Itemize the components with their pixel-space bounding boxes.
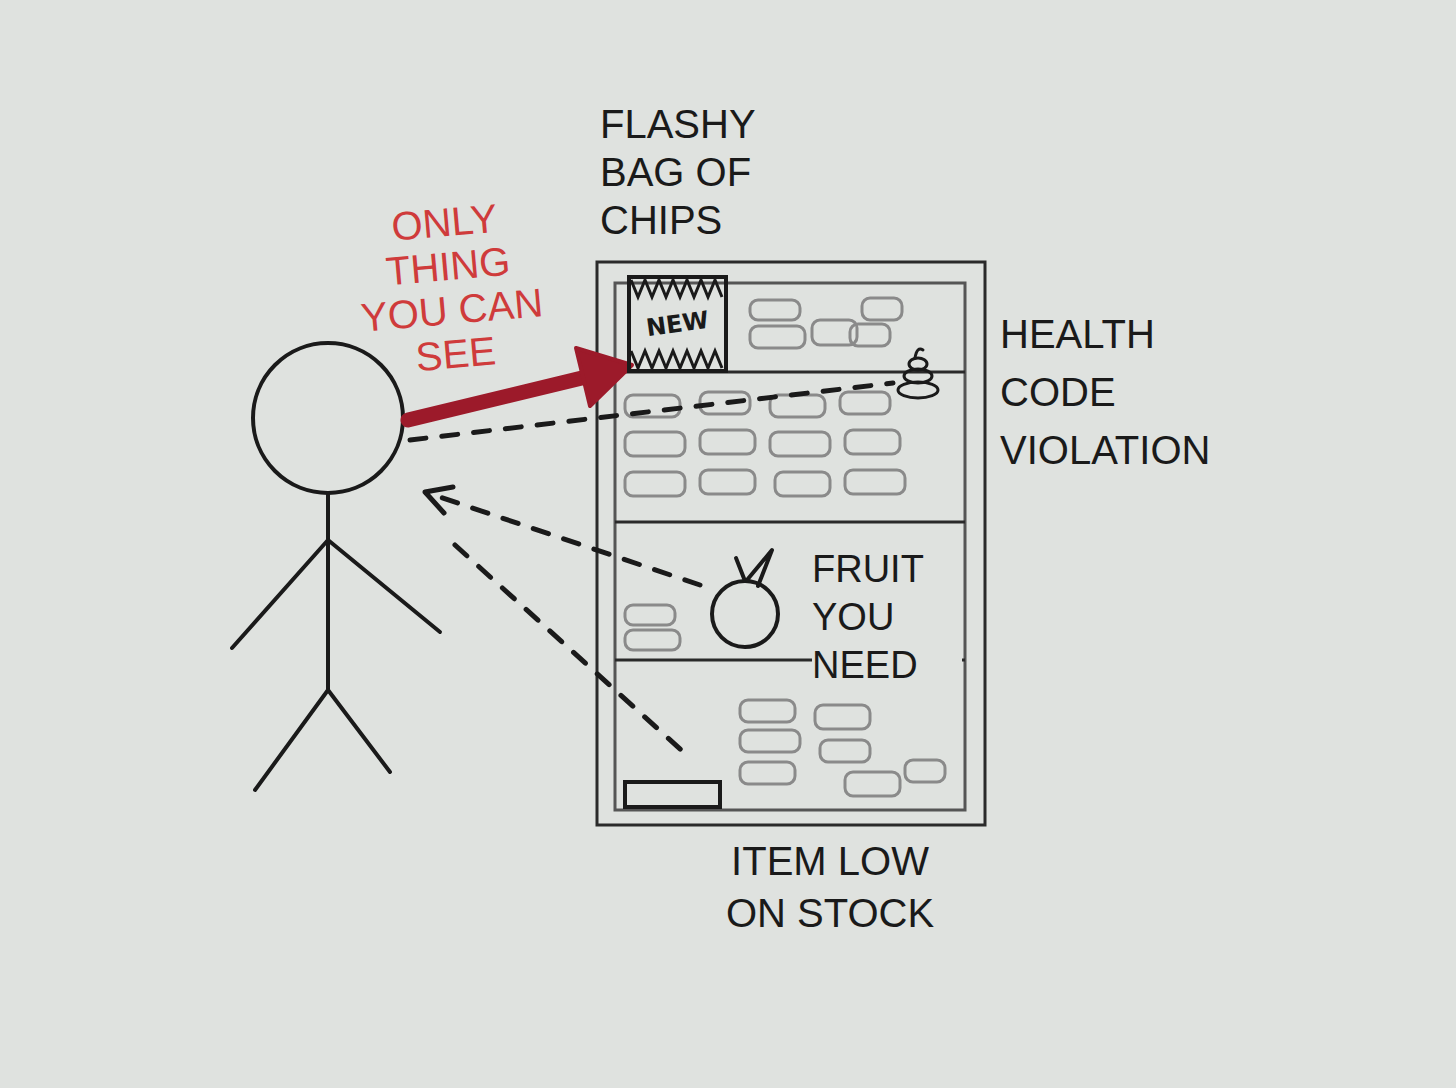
fruit — [712, 550, 778, 647]
snack-package — [840, 392, 890, 414]
item-label: FRUIT YOU NEED — [812, 545, 962, 689]
snack-package — [845, 430, 900, 454]
snack-package — [770, 432, 830, 456]
sight-line — [455, 545, 690, 758]
snack-package — [750, 326, 805, 348]
figure-leg — [328, 690, 390, 772]
fruit-body — [712, 581, 778, 647]
snack-package — [700, 430, 755, 454]
snack-package — [770, 395, 825, 417]
sight-line — [410, 383, 893, 440]
badge-text: NEW — [641, 305, 713, 342]
snack-package — [740, 762, 795, 784]
focus-arrowhead — [576, 348, 632, 406]
shelf-board — [615, 521, 965, 524]
fruit-leaf — [747, 550, 772, 586]
snack-package — [700, 470, 755, 494]
snack-package — [862, 298, 902, 320]
snack-package — [850, 324, 890, 346]
chip-bag: NEW — [627, 275, 728, 373]
snack-package — [845, 772, 900, 796]
low-stock-item — [625, 782, 720, 807]
figure-body — [326, 493, 330, 690]
shelf-frame — [597, 262, 985, 825]
shelf-unit — [597, 262, 985, 825]
figure-leg — [255, 690, 328, 790]
figure-arm — [232, 540, 328, 648]
snack-package — [845, 470, 905, 494]
snack-package — [905, 760, 945, 782]
stick-figure — [232, 343, 440, 790]
item-label: ITEM LOW ON STOCK — [705, 835, 955, 939]
health-violation-pile — [898, 349, 938, 398]
snack-package — [625, 605, 675, 625]
item-label: HEALTH CODE VIOLATION — [1000, 305, 1270, 479]
snack-package — [740, 700, 795, 722]
snack-package — [625, 472, 685, 496]
fruit-stem — [736, 558, 745, 581]
snack-package — [625, 630, 680, 650]
snack-package — [750, 300, 800, 320]
pile-part — [909, 358, 927, 370]
focus-arrow-shaft — [408, 377, 586, 420]
bag-scribble — [631, 351, 722, 368]
item-label: FLASHY BAG OF CHIPS — [600, 100, 800, 244]
pile-tip — [915, 349, 923, 358]
snack-package — [775, 472, 830, 496]
shelf-inner-frame — [615, 283, 965, 810]
sight-arrowhead — [425, 487, 453, 513]
snack-package — [815, 705, 870, 729]
figure-head — [253, 343, 403, 493]
callout-note: ONLY THING YOU CAN SEE — [343, 192, 558, 385]
bag-border — [629, 277, 726, 371]
figure-arm — [328, 540, 440, 632]
snack-package — [625, 432, 685, 456]
bag-scribble — [631, 280, 722, 297]
snack-package — [820, 740, 870, 762]
sight-line — [428, 493, 700, 585]
snack-package — [740, 730, 800, 752]
